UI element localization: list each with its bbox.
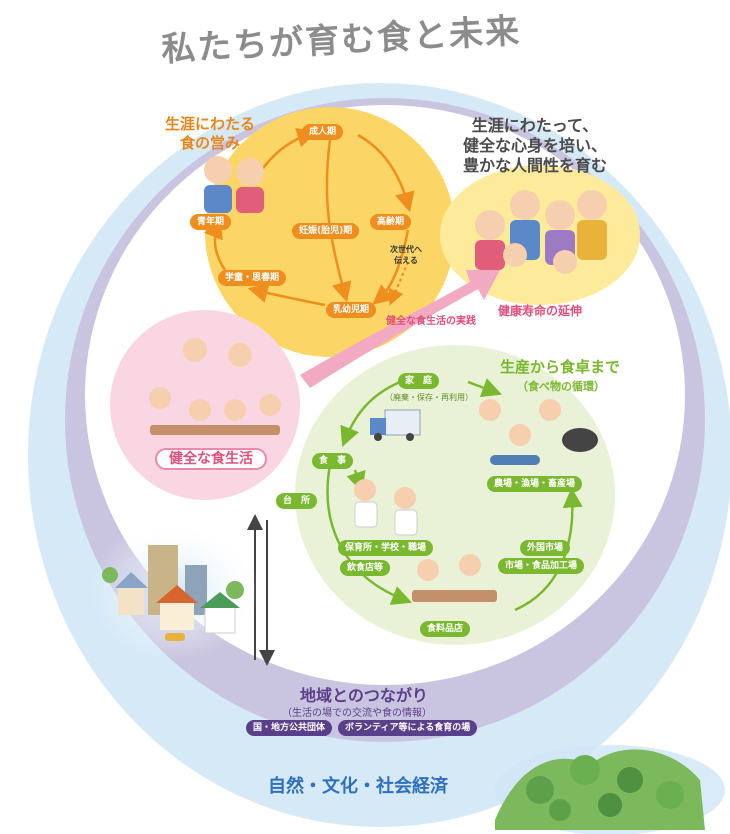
stage-youth: 青年期 (190, 214, 232, 230)
healthy-diet-label: 健全な食生活 (155, 448, 267, 470)
node-meal: 食 事 (312, 453, 354, 469)
node-market-processing: 市場・食品加工場 (498, 558, 585, 574)
young-couple-illustration (204, 156, 264, 213)
diners-illustration (149, 338, 281, 435)
lifecycle-heading-line2: 食の営み (179, 134, 240, 152)
community-tag-government: 国・地方公共団体 (246, 720, 333, 736)
family-illustration (475, 190, 607, 274)
next-gen-line1: 次世代へ (390, 245, 422, 254)
producers-illustration (479, 399, 598, 465)
stage-school-age: 学童・思春期 (218, 270, 287, 286)
stage-infancy: 乳幼児期 (326, 302, 377, 318)
node-home: 家 庭 (398, 373, 440, 389)
lifecycle-heading-line1: 生涯にわたる (164, 115, 255, 133)
town-illustration (90, 520, 260, 660)
goal-line2: 健全な心身を培い、 (462, 136, 607, 155)
next-gen-line2: 伝える (394, 256, 418, 265)
stage-elderly: 高齢期 (370, 214, 412, 230)
goal-line3: 豊かな人間性を育む (462, 156, 607, 175)
practice-label: 健全な食生活の実践 (386, 316, 476, 327)
node-foreign-market: 外国市場 (520, 540, 571, 556)
goal-line1: 生涯にわたって、 (471, 116, 599, 135)
foodchain-subheading: （食べ物の循環） (517, 380, 605, 393)
node-kitchen: 台 所 (276, 493, 318, 509)
next-gen-arrow (388, 261, 409, 306)
node-institutions: 保育所・学校・職場 (338, 540, 434, 556)
community-tag-volunteer: ボランティア等による食育の場 (338, 720, 478, 736)
goal-heading: 生涯にわたって、 健全な心身を培い、 豊かな人間性を育む (450, 116, 620, 176)
longevity-label: 健康寿命の延伸 (498, 304, 583, 318)
shopkeepers-illustration (412, 554, 497, 602)
node-grocery: 食料品店 (420, 621, 471, 637)
foodchain-heading: 生産から食卓まで (500, 358, 621, 376)
node-home-note: （廃棄・保存・再利用） (385, 393, 473, 402)
forest-illustration (495, 745, 725, 834)
practice-arrow (300, 270, 500, 388)
community-subtitle: （生活の場での交流や食の情報） (282, 708, 432, 719)
stage-pregnancy: 妊娠(胎児)期 (292, 223, 360, 239)
cooks-illustration (354, 479, 418, 536)
next-gen-label: 次世代へ 伝える (390, 244, 422, 266)
community-title: 地域とのつながり (300, 686, 428, 705)
foundation-label: 自然・文化・社会経済 (268, 776, 448, 797)
truck-illustration (370, 409, 421, 441)
node-farms: 農場・漁場・畜産場 (487, 476, 583, 492)
lifecycle-heading: 生涯にわたる 食の営み (162, 115, 258, 153)
stage-adult: 成人期 (302, 124, 344, 140)
node-restaurants: 飲食店等 (340, 560, 391, 576)
